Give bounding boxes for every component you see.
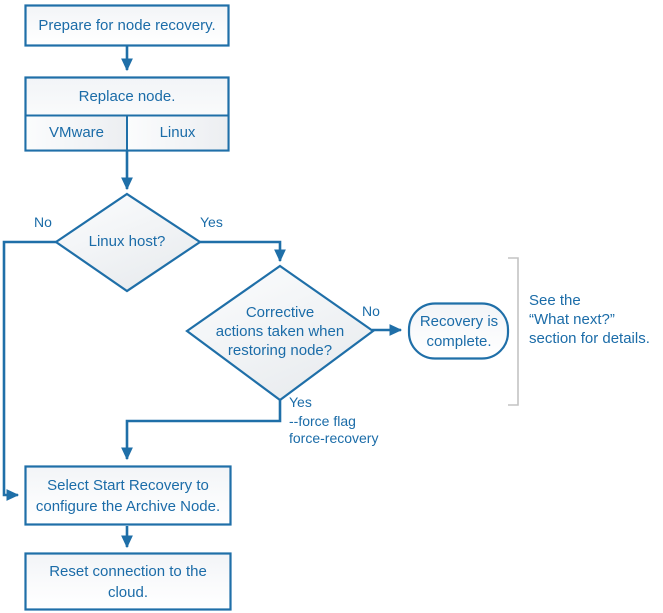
edge-label-linuxhost-yes: Yes [200,214,223,230]
node-prepare-box [24,4,230,47]
node-replace-cell-linux [127,115,228,150]
node-replace-cell-vmware [26,115,127,150]
what-next-bracket [508,257,519,406]
node-reset-box [24,552,232,611]
node-linuxhost[interactable] [56,194,201,291]
node-reset-connection[interactable] [25,553,231,610]
node-replace-vmware[interactable] [26,116,127,150]
edge-linuxhost-yes [196,240,286,263]
node-corrective-diamond [185,264,375,402]
edge-label-corrective-no: No [362,303,380,319]
node-recovery-complete[interactable] [409,303,509,359]
edge-label-linuxhost-no: No [34,214,52,230]
node-complete-terminator [407,302,510,360]
node-startrecovery-box [24,465,232,526]
node-prepare[interactable] [25,5,229,46]
node-select-start-recovery[interactable] [25,466,231,525]
edge-label-corrective-yes: Yes [289,394,312,410]
note-what-next: See the “What next?” section for details… [529,292,650,347]
node-replace[interactable] [25,77,229,116]
edge-linuxhost-no [2,240,59,501]
node-replace-linux[interactable] [127,116,228,150]
edge-corrective-yes [121,399,282,461]
edge-label-force-flags: --force flag force-recovery [289,413,379,446]
node-linuxhost-diamond [54,192,202,293]
node-corrective[interactable] [187,266,374,401]
